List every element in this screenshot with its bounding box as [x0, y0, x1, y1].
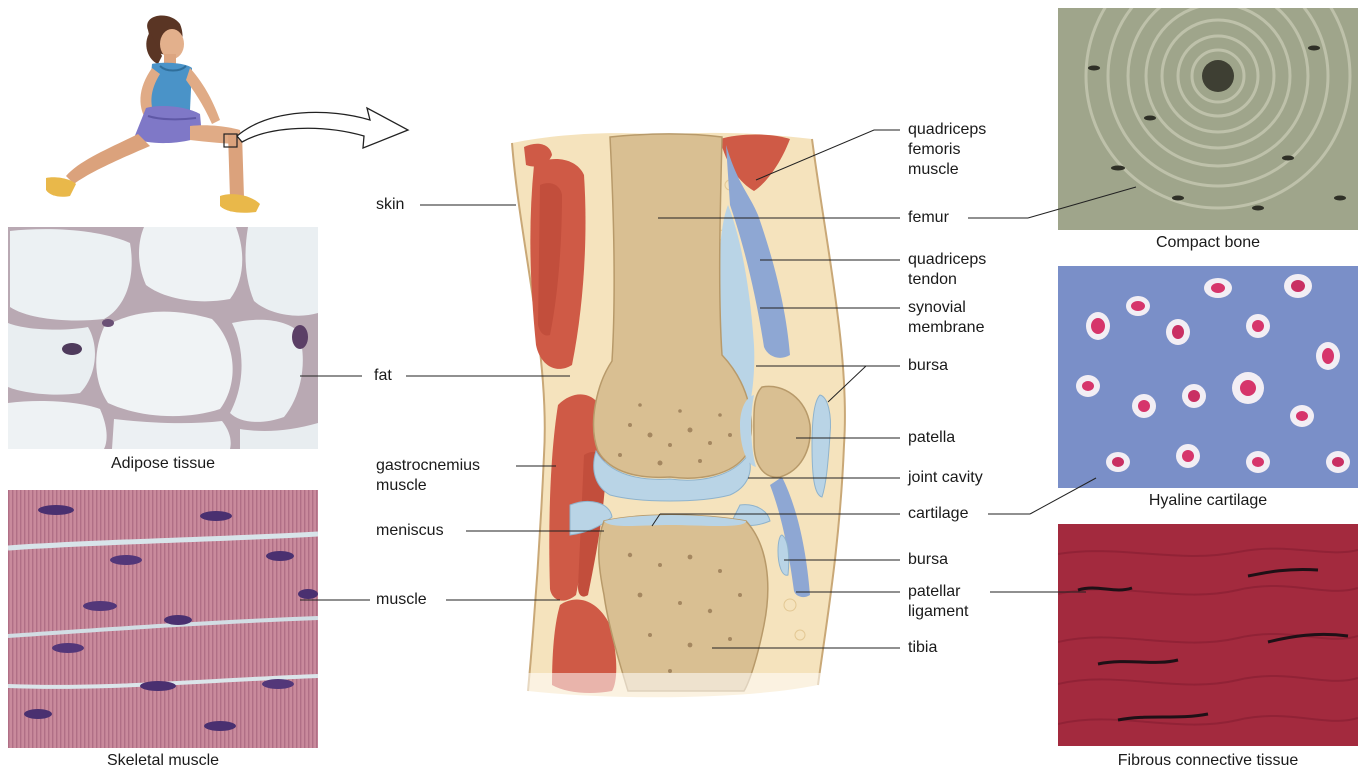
compact-bone-micrograph [1058, 8, 1358, 230]
label-gastrocnemius-muscle: gastrocnemius muscle [376, 456, 480, 496]
knee-cross-section [500, 125, 860, 705]
label-fat: fat [374, 366, 392, 386]
adipose-tissue-micrograph [8, 227, 318, 449]
label-bursa-lower: bursa [908, 550, 948, 570]
hyaline-cartilage-caption: Hyaline cartilage [1058, 491, 1358, 511]
runner-illustration [30, 8, 430, 223]
label-quadriceps-tendon: quadriceps tendon [908, 250, 986, 290]
label-joint-cavity: joint cavity [908, 468, 983, 488]
label-bursa-upper: bursa [908, 356, 948, 376]
label-skin: skin [376, 195, 404, 215]
fibrous-connective-tissue-micrograph [1058, 524, 1358, 746]
label-patella: patella [908, 428, 955, 448]
label-patellar-ligament: patellar ligament [908, 582, 968, 622]
hyaline-cartilage-micrograph [1058, 266, 1358, 488]
skeletal-muscle-caption: Skeletal muscle [8, 751, 318, 771]
label-tibia: tibia [908, 638, 937, 658]
label-meniscus: meniscus [376, 521, 444, 541]
label-cartilage: cartilage [908, 504, 968, 524]
compact-bone-caption: Compact bone [1058, 233, 1358, 253]
label-synovial-membrane: synovial membrane [908, 298, 984, 338]
label-quadriceps-femoris-muscle: quadriceps femoris muscle [908, 120, 986, 180]
label-femur: femur [908, 208, 949, 228]
adipose-tissue-caption: Adipose tissue [8, 454, 318, 474]
label-muscle: muscle [376, 590, 427, 610]
fibrous-connective-tissue-caption: Fibrous connective tissue [1058, 751, 1358, 771]
skeletal-muscle-micrograph [8, 490, 318, 748]
